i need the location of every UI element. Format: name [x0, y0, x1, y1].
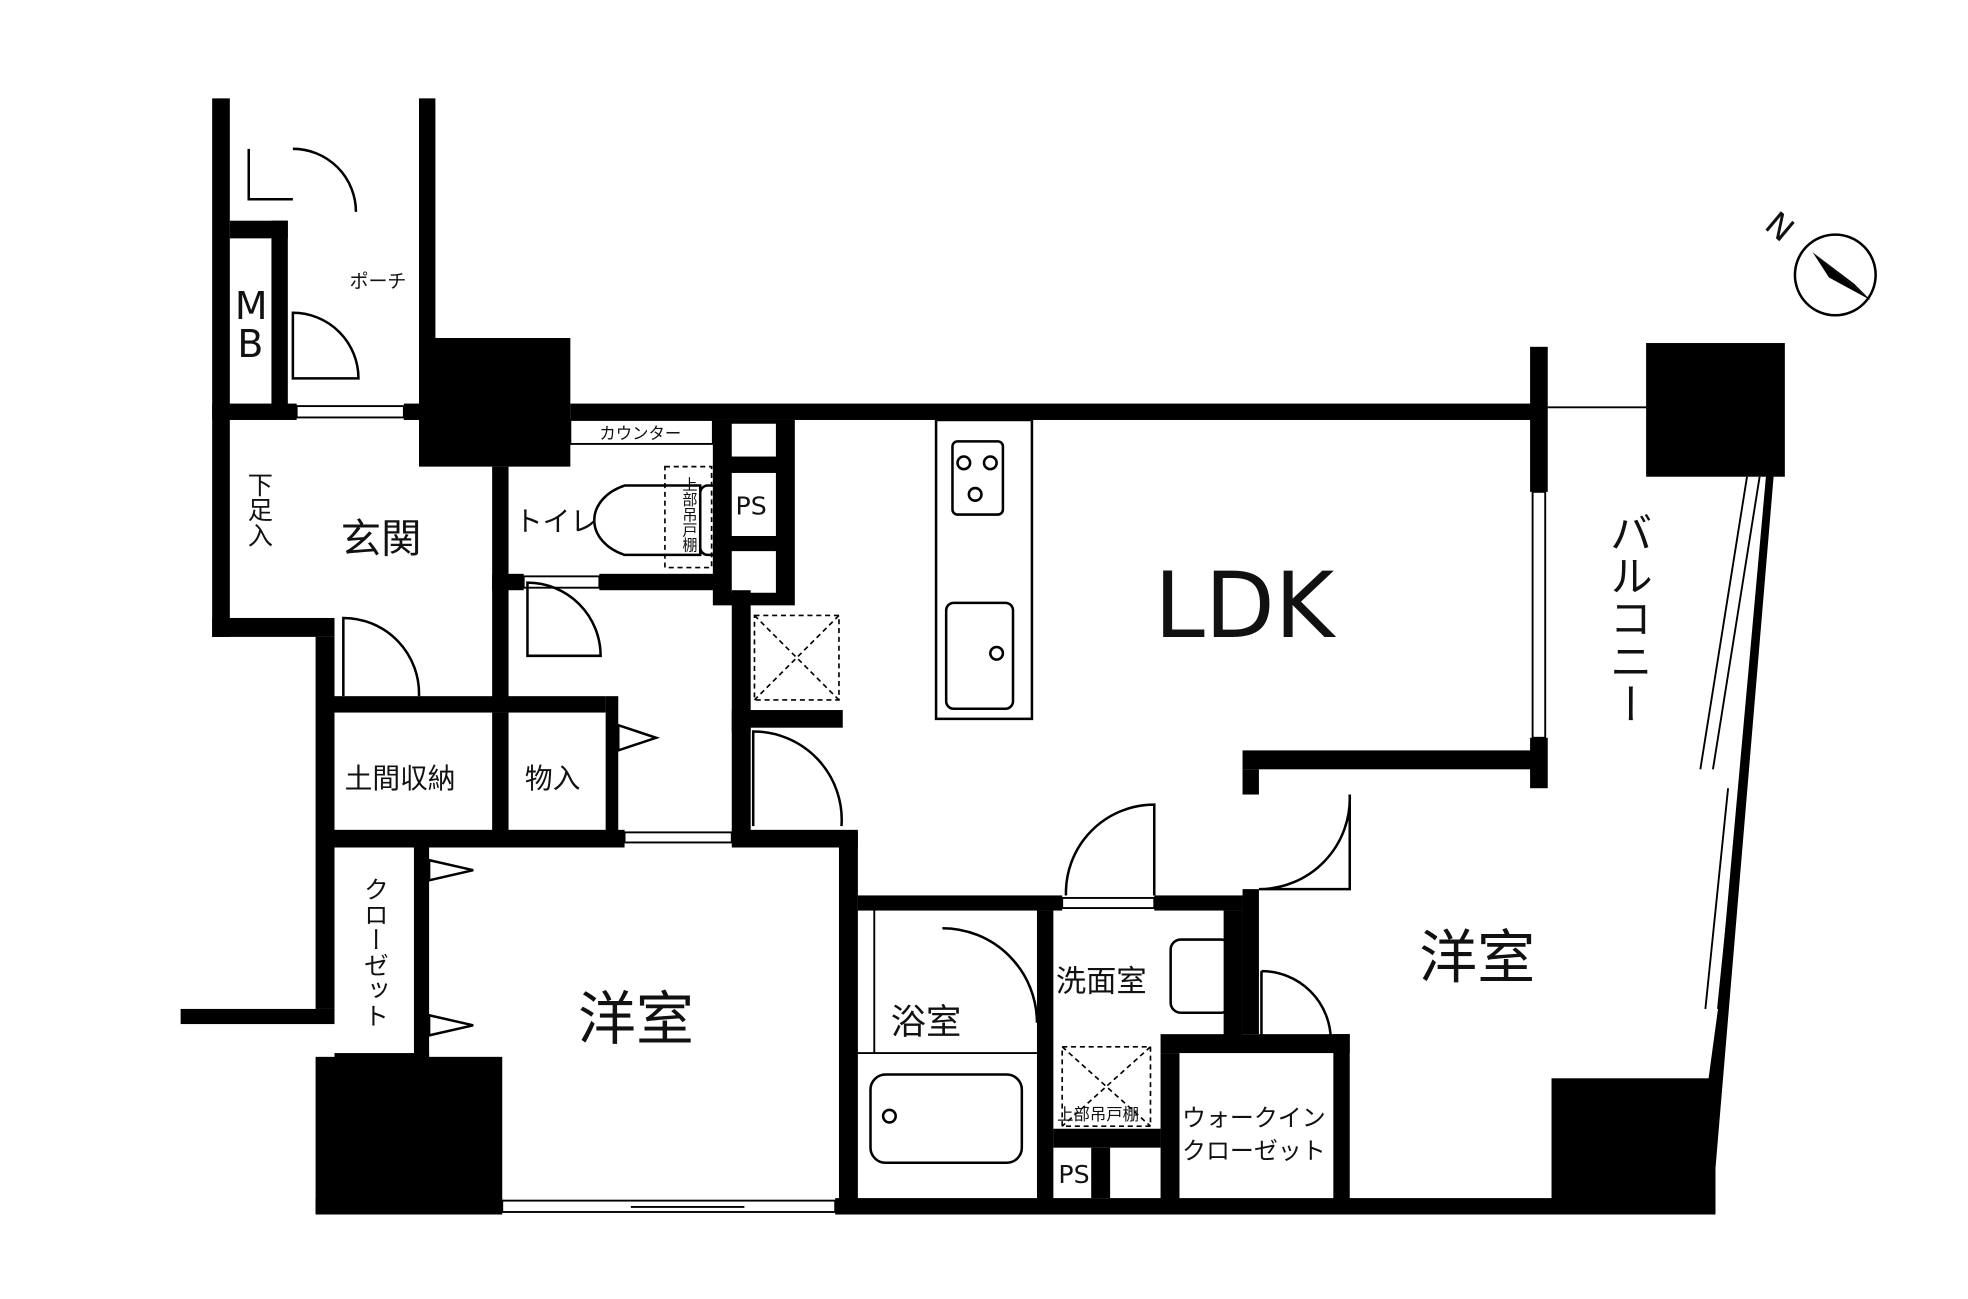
stove-icon — [951, 440, 1005, 516]
sink-icon — [944, 601, 1015, 711]
earth-storage-label: 土間収納 — [345, 762, 456, 795]
wic-label-2: クローゼット — [1182, 1137, 1326, 1165]
kitchen-counter — [934, 418, 1034, 721]
bathroom-label: 浴室 — [891, 1002, 962, 1043]
western-room-2-label: 洋室 — [1419, 923, 1535, 991]
compass-north-label: N — [1758, 205, 1801, 250]
balcony-label: バルコニー — [1602, 511, 1652, 725]
porch-label: ポーチ — [350, 271, 407, 293]
mb-label-b: B — [237, 322, 263, 366]
fridge-space — [753, 614, 840, 701]
toilet-cabinet-label: 上部吊戸棚 — [680, 477, 698, 553]
fixtures — [593, 418, 1233, 1165]
shoe-box-label: 下足入 — [244, 472, 273, 548]
wic-label-1: ウォークイン — [1182, 1104, 1326, 1132]
ldk-label: LDK — [1154, 554, 1337, 659]
storage-label: 物入 — [525, 762, 580, 795]
bathtub-icon — [869, 1073, 1024, 1165]
ps-top-label: PS — [736, 492, 767, 521]
walls — [180, 98, 1785, 1215]
toilet-label: トイレ — [515, 505, 598, 538]
compass-icon: N — [1758, 205, 1877, 317]
entrance-label: 玄関 — [341, 515, 422, 562]
mb-label-m: M — [235, 284, 268, 328]
room-labels: ポーチ M B 下足入 玄関 カウンター トイレ 上部吊戸棚 PS LDK バル… — [235, 271, 1652, 1189]
ps-bottom-label: PS — [1058, 1160, 1089, 1189]
washbasin-icon — [1169, 938, 1233, 1014]
closet-label: クローゼット — [360, 877, 389, 1028]
wash-cabinet-label: 上部吊戸棚 — [1057, 1105, 1139, 1124]
washroom-label: 洗面室 — [1056, 964, 1147, 999]
western-room-1-label: 洋室 — [578, 985, 694, 1053]
counter-label: カウンター — [599, 424, 681, 443]
doors — [247, 147, 1352, 1042]
toilet-icon — [593, 484, 702, 557]
